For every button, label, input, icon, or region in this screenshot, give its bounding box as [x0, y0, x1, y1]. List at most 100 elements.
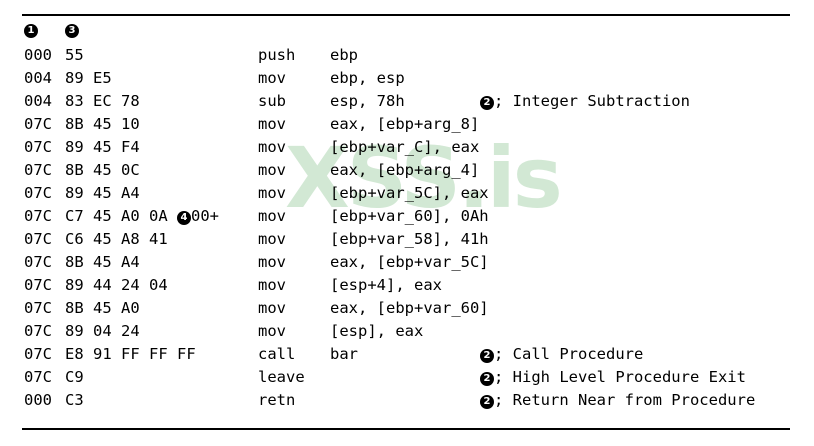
row-bytes: 89 04 24 [65, 320, 140, 343]
row-address: 07C [24, 207, 52, 225]
row-mnemonic: mov [258, 322, 286, 340]
row-operands: bar [330, 345, 358, 363]
row-mnemonic: push [258, 46, 296, 64]
callout-marker-4: 4 [176, 211, 191, 225]
row-address: 07C [24, 184, 52, 202]
row-bytes: 89 E5 [65, 67, 112, 90]
row-bytes-text: 8B 45 0C [65, 161, 140, 179]
row-comment: 2; Call Procedure [480, 343, 643, 366]
row-address: 07C [24, 299, 52, 317]
listing-row: 07C 89 04 24 mov [esp], eax [0, 320, 814, 343]
row-bytes: 8B 45 A0 [65, 297, 140, 320]
row-address: 07C [24, 322, 52, 340]
row-bytes-text: C6 45 A8 41 [65, 230, 168, 248]
row-address: 004 [24, 69, 52, 87]
row-address: 07C [24, 138, 52, 156]
row-bytes-text: 83 EC 78 [65, 92, 140, 110]
listing-row: 07C 8B 45 0C mov eax, [ebp+arg_4] [0, 159, 814, 182]
callout-marker-2: 2 [480, 372, 494, 386]
row-operands: [esp], eax [330, 322, 424, 340]
row-bytes-text: C7 45 A0 0A [65, 207, 177, 225]
row-comment: 2; Integer Subtraction [480, 90, 690, 113]
row-bytes-text: 89 45 A4 [65, 184, 140, 202]
row-bytes: C3 [65, 389, 84, 412]
row-comment: 2; Return Near from Procedure [480, 389, 755, 412]
row-bytes-text: 89 E5 [65, 69, 112, 87]
row-mnemonic: sub [258, 92, 286, 110]
row-address: 07C [24, 368, 52, 386]
row-operands: [esp+4], eax [330, 276, 442, 294]
row-mnemonic: mov [258, 299, 286, 317]
row-comment-text: ; Integer Subtraction [494, 92, 690, 110]
row-mnemonic: mov [258, 276, 286, 294]
row-operands: eax, [ebp+var_5C] [330, 253, 489, 271]
row-bytes-text: 8B 45 A0 [65, 299, 140, 317]
row-bytes: E8 91 FF FF FF [65, 343, 196, 366]
row-address: 07C [24, 230, 52, 248]
row-bytes-text: C3 [65, 391, 84, 409]
row-operands: ebp, esp [330, 69, 405, 87]
row-bytes-suffix: 00+ [190, 207, 219, 225]
row-operands: eax, [ebp+var_60] [330, 299, 489, 317]
row-bytes-text: 8B 45 10 [65, 115, 140, 133]
row-address: 07C [24, 115, 52, 133]
callout-marker-2: 2 [480, 96, 494, 110]
row-bytes: 89 44 24 04 [65, 274, 168, 297]
row-bytes: 89 45 F4 [65, 136, 140, 159]
row-mnemonic: mov [258, 184, 286, 202]
row-address: 07C [24, 161, 52, 179]
row-bytes: 8B 45 0C [65, 159, 140, 182]
row-mnemonic: mov [258, 69, 286, 87]
row-address: 07C [24, 276, 52, 294]
row-address: 07C [24, 345, 52, 363]
row-mnemonic: call [258, 345, 296, 363]
row-bytes: 89 45 A4 [65, 182, 140, 205]
row-address: 000 [24, 46, 52, 64]
row-bytes: C9 [65, 366, 84, 389]
row-bytes: 8B 45 A4 [65, 251, 140, 274]
row-comment-text: ; Return Near from Procedure [494, 391, 756, 409]
row-address: 07C [24, 253, 52, 271]
row-address: 004 [24, 92, 52, 110]
listing-row: 07C 89 44 24 04 mov [esp+4], eax [0, 274, 814, 297]
row-bytes-text: 89 45 F4 [65, 138, 140, 156]
listing-row: 004 89 E5 mov ebp, esp [0, 67, 814, 90]
row-bytes-text: 8B 45 A4 [65, 253, 140, 271]
callout-marker-1-glyph: 1 [24, 24, 38, 38]
listing-row: 07C 8B 45 A0 mov eax, [ebp+var_60] [0, 297, 814, 320]
row-mnemonic: mov [258, 207, 286, 225]
row-address: 000 [24, 391, 52, 409]
callout-marker-1: 1 [24, 18, 38, 41]
row-comment-text: ; Call Procedure [494, 345, 644, 363]
row-bytes-text: 89 44 24 04 [65, 276, 168, 294]
row-mnemonic: mov [258, 138, 286, 156]
callout-marker-3: 3 [65, 18, 79, 41]
row-mnemonic: mov [258, 115, 286, 133]
row-mnemonic: leave [258, 368, 305, 386]
row-bytes: C6 45 A8 41 [65, 228, 168, 251]
row-operands: eax, [ebp+arg_4] [330, 161, 480, 179]
top-rule [22, 14, 790, 16]
row-bytes-text: C9 [65, 368, 84, 386]
row-operands: esp, 78h [330, 92, 405, 110]
row-operands: [ebp+var_60], 0Ah [330, 207, 489, 225]
row-bytes: 55 [65, 44, 84, 67]
listing-row: 07C 8B 45 10 mov eax, [ebp+arg_8] [0, 113, 814, 136]
callout-marker-2: 2 [480, 349, 494, 363]
callout-marker-2: 2 [480, 395, 494, 409]
row-mnemonic: mov [258, 161, 286, 179]
row-mnemonic: mov [258, 230, 286, 248]
row-bytes-text: E8 91 FF FF FF [65, 345, 196, 363]
row-operands: eax, [ebp+arg_8] [330, 115, 480, 133]
